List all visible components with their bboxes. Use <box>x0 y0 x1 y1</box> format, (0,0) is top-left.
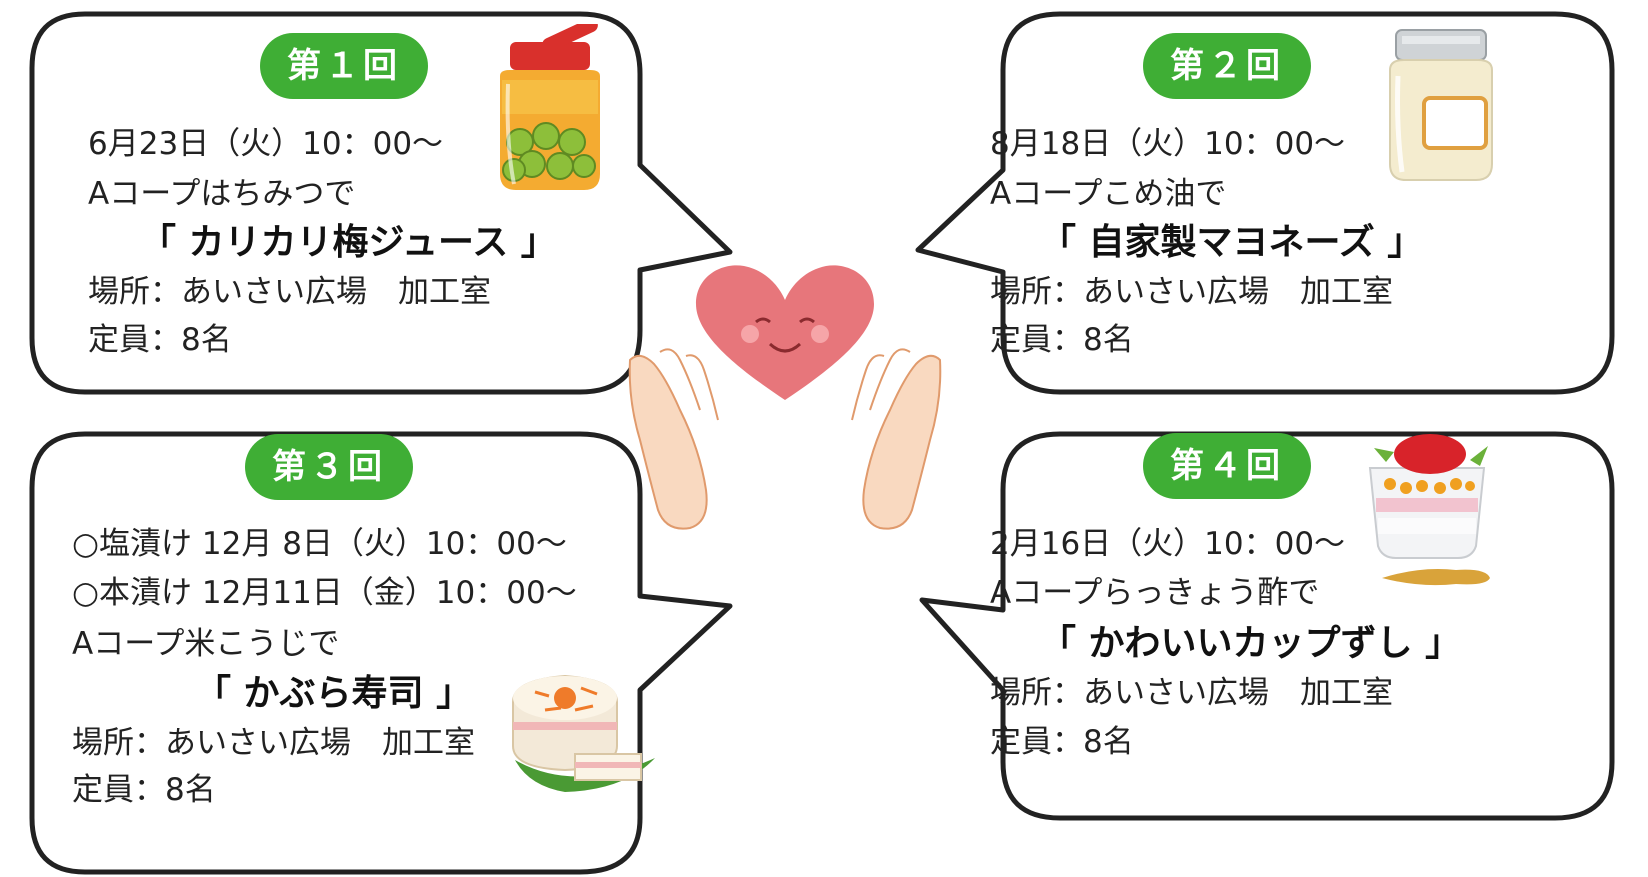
session-3-main-pickling-date: ○本漬け 12月11日（金）10：00～ <box>72 575 577 611</box>
session-1-place: 場所：あいさい広場 加工室 <box>88 274 491 310</box>
session-4-date: 2月16日（火）10：00～ <box>990 526 1346 562</box>
cup-sushi-icon <box>1368 434 1490 586</box>
session-2-ingredient: Aコープこめ油で <box>990 176 1227 212</box>
session-1-capacity: 定員：8名 <box>88 322 232 358</box>
session-1-ingredient: Aコープはちみつで <box>88 176 356 212</box>
session-2-title: 「 自家製マヨネーズ 」 <box>1040 222 1424 263</box>
session-1-badge: 第１回 <box>260 33 428 99</box>
session-3-ingredient: Aコープ米こうじで <box>72 626 340 662</box>
session-1-date: 6月23日（火）10：00～ <box>88 126 444 162</box>
kabura-sushi-icon <box>512 674 655 792</box>
session-2-date: 8月18日（火）10：00～ <box>990 126 1346 162</box>
session-2-badge: 第２回 <box>1143 33 1311 99</box>
session-3-salt-pickling-date: ○塩漬け 12月 8日（火）10：00～ <box>72 526 567 562</box>
session-3-badge: 第３回 <box>245 434 413 500</box>
session-4-title: 「 かわいいカップずし 」 <box>1040 623 1462 664</box>
mayonnaise-jar-icon <box>1389 29 1493 181</box>
pickled-plum-jar-icon <box>500 24 600 190</box>
session-2-place: 場所：あいさい広場 加工室 <box>990 274 1393 310</box>
session-1-title: 「 カリカリ梅ジュース 」 <box>140 222 557 263</box>
session-3-place: 場所：あいさい広場 加工室 <box>72 725 475 761</box>
session-4-ingredient: Aコープらっきょう酢で <box>990 575 1320 611</box>
session-4-capacity: 定員：8名 <box>990 724 1134 760</box>
smiling-heart-with-hands-icon <box>628 265 942 530</box>
session-4-place: 場所：あいさい広場 加工室 <box>990 675 1393 711</box>
session-3-capacity: 定員：8名 <box>72 772 216 808</box>
session-2-capacity: 定員：8名 <box>990 322 1134 358</box>
session-4-badge: 第４回 <box>1143 433 1311 499</box>
session-3-title: 「 かぶら寿司 」 <box>195 673 473 714</box>
